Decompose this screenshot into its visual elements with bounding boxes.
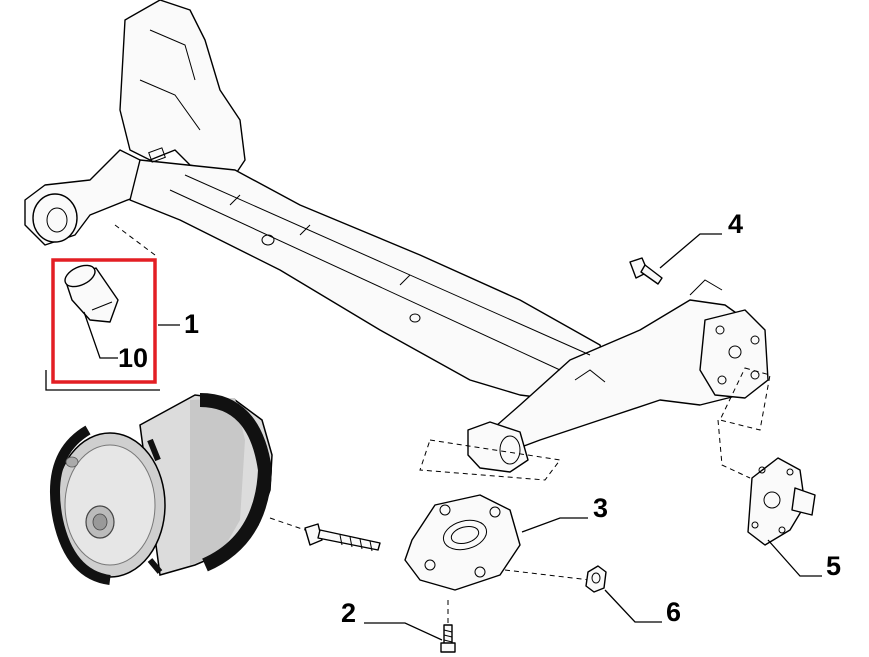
assembly-line-bracket-top [419,439,561,481]
assembly-line-bushing [114,224,156,256]
long-bolt-part [304,523,381,552]
large-bushing-part [50,393,273,585]
callout-3: 3 [593,493,608,523]
mounting-bracket-part [404,494,521,591]
callout-4: 4 [728,209,743,239]
nut-part [585,565,607,593]
callout-1: 1 [184,309,199,339]
screw-part [440,624,456,653]
assembly-line-nut [504,569,591,581]
callout-5: 5 [826,551,841,581]
small-bushing-part [64,264,119,323]
callout-10: 10 [118,343,148,373]
rear-axle-beam [24,0,769,473]
flange-bolt-part [629,257,663,285]
leader-lines [45,233,822,641]
highlight-box [51,258,157,384]
callout-2: 2 [341,598,356,628]
callout-6: 6 [666,597,681,627]
stub-axle-part [717,367,816,546]
assembly-line-bolt [269,517,306,531]
